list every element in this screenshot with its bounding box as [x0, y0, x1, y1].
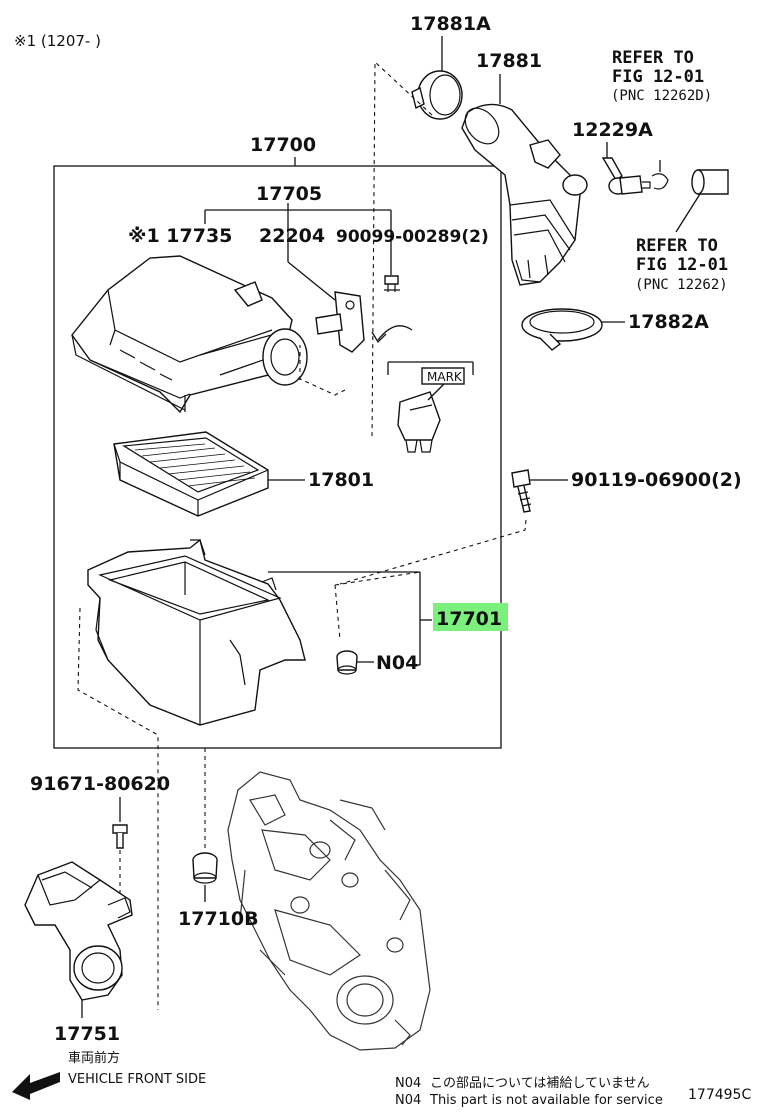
ref-top-line2: FIG 12-01 — [612, 67, 704, 87]
part-label-17701[interactable]: 17701 — [436, 608, 502, 630]
vent-fitting-12229a-drawing — [601, 157, 651, 195]
grommet-17710b-drawing — [192, 852, 218, 884]
ref-mid-line3: (PNC 12262) — [635, 277, 728, 293]
footnote-code-jp: N04 — [395, 1076, 421, 1091]
part-label-n04[interactable]: N04 — [376, 652, 418, 674]
mark-label-box — [421, 367, 465, 385]
part-label-17705[interactable]: 17705 — [256, 183, 322, 205]
screw-90099-drawing — [384, 224, 400, 292]
diagram-id: 177495C — [688, 1087, 751, 1103]
front-direction-arrow-icon — [12, 1072, 60, 1100]
header-note: ※1 (1207- ) — [14, 32, 101, 50]
part-label-17881a[interactable]: 17881A — [410, 13, 491, 35]
bolt-90119-drawing — [511, 469, 532, 513]
intake-manifold-outline-drawing — [227, 771, 431, 1051]
bolt-91671-drawing — [112, 824, 128, 849]
part-label-17801[interactable]: 17801 — [308, 469, 374, 491]
front-side-jp: 車両前方 — [68, 1050, 120, 1066]
air-filter-element-17801-drawing — [113, 431, 269, 517]
part-label-90099[interactable]: 90099-00289(2) — [336, 227, 489, 247]
part-label-17700[interactable]: 17700 — [250, 134, 316, 156]
front-side-en: VEHICLE FRONT SIDE — [68, 1072, 206, 1087]
airflow-meter-22204-drawing — [287, 224, 365, 353]
part-label-17751[interactable]: 17751 — [54, 1023, 120, 1045]
ref-mid-line2: FIG 12-01 — [636, 255, 728, 275]
hose-end-drawing — [675, 169, 729, 233]
part-label-91671[interactable]: 91671-80620 — [30, 773, 170, 795]
intake-hose-17881-drawing — [461, 103, 588, 286]
footnote-jp: この部品については補給していません — [430, 1076, 650, 1091]
part-label-90119[interactable]: 90119-06900(2) — [571, 469, 742, 491]
footnote-en: This part is not available for service — [429, 1093, 663, 1108]
assembly-box-17700 — [53, 165, 502, 749]
footnote-code-en: N04 — [395, 1093, 421, 1108]
part-label-17710b[interactable]: 17710B — [178, 908, 259, 930]
air-cleaner-case-17701-drawing — [87, 538, 306, 726]
part-label-17881[interactable]: 17881 — [476, 50, 542, 72]
sensor-detail-drawing — [397, 383, 445, 453]
grommet-n04-drawing — [336, 650, 358, 675]
ref-top-line1: REFER TO — [612, 48, 694, 68]
hose-clip-drawing — [651, 160, 669, 190]
part-highlight-17701 — [433, 603, 508, 631]
hose-clamp-17881a-drawing — [411, 70, 463, 120]
air-intake-duct-17751-drawing — [24, 861, 133, 1001]
part-label-17735[interactable]: ※1 17735 — [128, 225, 232, 247]
part-label-17882a[interactable]: 17882A — [628, 311, 709, 333]
ref-top-line3: (PNC 12262D) — [611, 88, 712, 104]
air-cleaner-cap-drawing — [71, 255, 308, 414]
hose-clamp-17882a-drawing — [521, 308, 603, 351]
mark-label: MARK — [427, 370, 463, 384]
part-label-12229a[interactable]: 12229A — [572, 119, 653, 141]
part-label-22204[interactable]: 22204 — [259, 225, 325, 247]
ref-mid-line1: REFER TO — [636, 236, 718, 256]
